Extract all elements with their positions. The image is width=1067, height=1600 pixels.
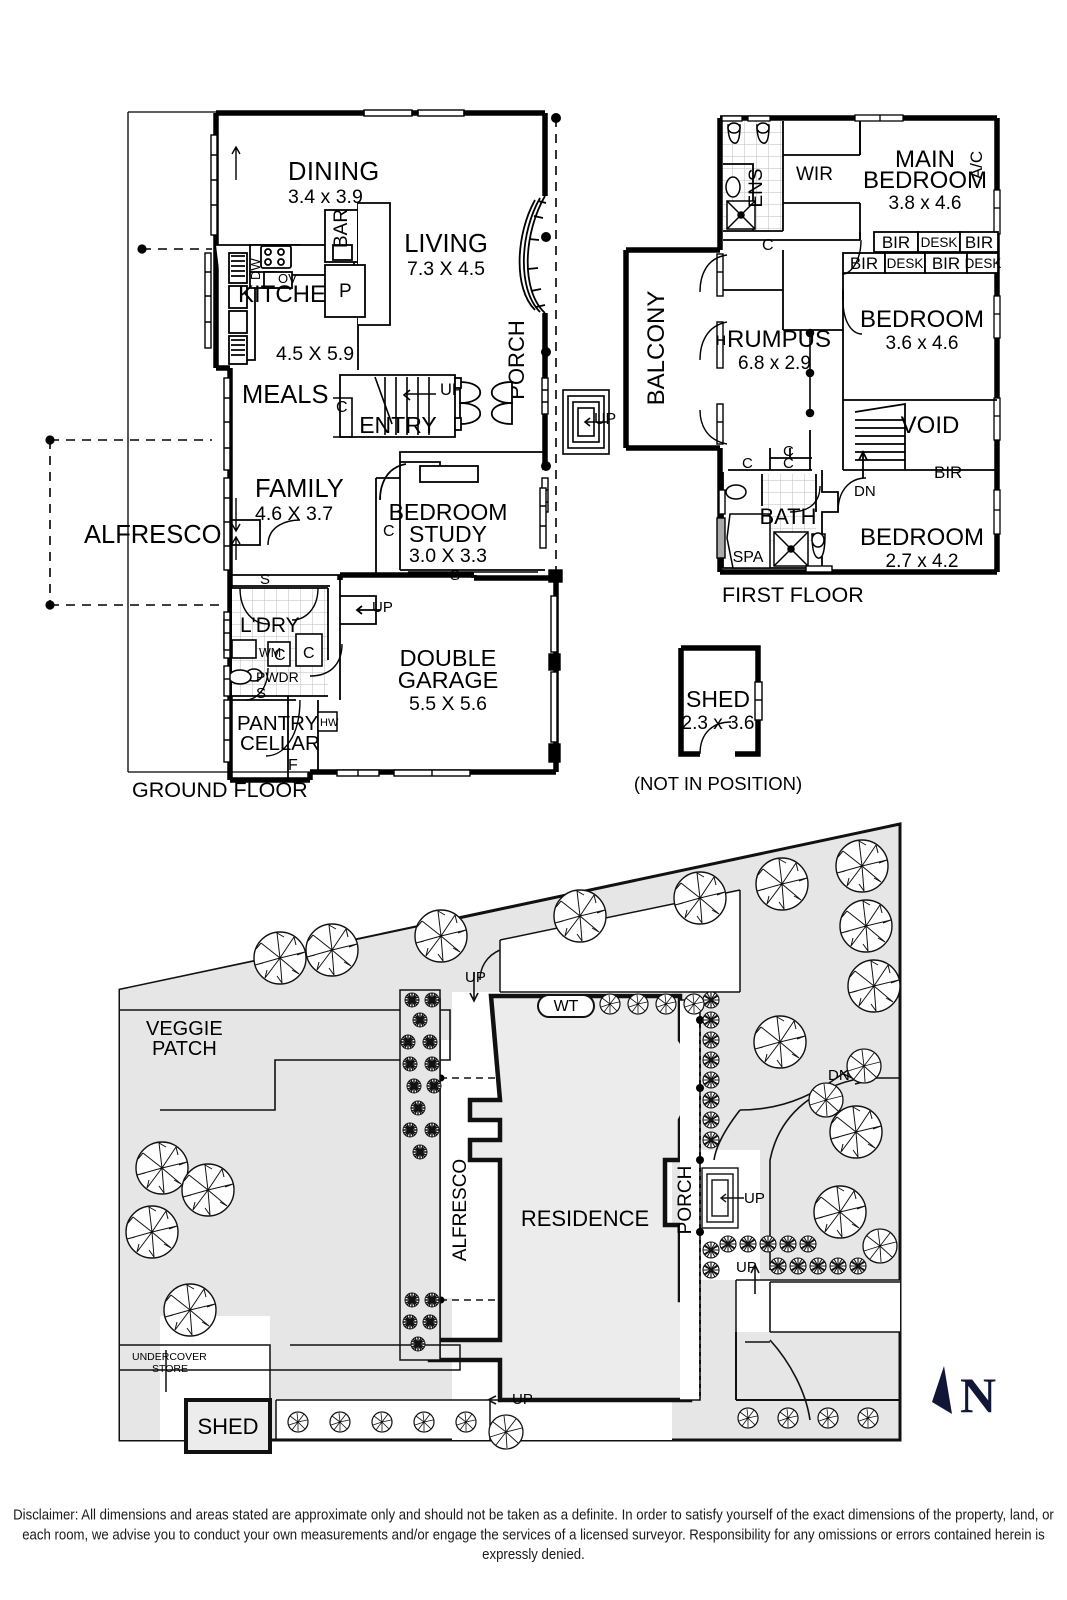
disclaimer-text: Disclaimer: All dimensions and areas sta… [13,1506,1054,1563]
ff-room-wir-name: WIR [796,164,833,185]
ff-desk-3: DESK [965,256,1002,271]
ff-room-bed2-name: BEDROOM [860,306,984,333]
gf-room-living-name: LIVING [404,230,488,258]
gf-room-family-name: FAMILY [255,475,344,503]
site-undercover-line2: STORE [152,1363,188,1375]
gf-closet-c3: C [274,647,286,664]
ff-bir-void: BIR [934,463,962,482]
north-label: N [960,1367,996,1423]
gf-room-dining-dims: 3.4 x 3.9 [288,186,363,208]
gf-appliance-wm: WM [259,646,281,660]
gf-garage-up-label: UP [372,599,393,616]
site-veggie-line1: VEGGIE [146,1018,223,1040]
gf-room-family-dims: 4.6 X 3.7 [255,503,333,525]
ff-room-rumpus-name: RUMPUS [727,326,831,353]
site-up-rear: UP [465,969,486,986]
ff-dn-label: DN [854,483,876,500]
ff-room-bed3-dims: 2.7 x 4.2 [886,551,959,572]
site-undercover-line1: UNDERCOVER [132,1351,207,1363]
gf-fridge-f: F [288,757,298,774]
ff-bir-4: BIR [932,254,960,273]
gf-room-kitchen-dims: 4.5 X 5.9 [276,343,354,365]
gf-closet-c2: C [383,523,395,540]
site-porch-label: PORCH [675,1166,696,1235]
site-plan: VEGGIE PATCH RESIDENCE ALFRESCO PORCH [118,822,996,1454]
site-shed-label: SHED [197,1414,258,1439]
gf-room-bedstudy-line2: STUDY [409,521,487,547]
gf-floor-title: GROUND FLOOR [132,778,308,802]
ff-closet-c6: C [742,455,753,472]
gf-room-living-dims: 7.3 X 4.5 [407,258,485,280]
ff-desk-1: DESK [921,235,958,250]
gf-room-alfresco-name: ALFRESCO [84,521,221,549]
shed-name: SHED [686,686,750,712]
ff-floor-title: FIRST FLOOR [722,583,864,607]
gf-room-bedstudy-line1: BEDROOM [389,499,508,525]
gf-appliance-ov: OV [278,271,297,286]
ff-bir-3: BIR [850,254,878,273]
site-up-porch: UP [744,1190,765,1207]
site-alfresco-label: ALFRESCO [450,1159,471,1261]
ff-room-bed3-name: BEDROOM [860,524,984,551]
gf-step-s-bedstudy: S [450,567,460,584]
gf-room-garage-dims: 5.5 X 5.6 [409,693,487,715]
gf-room-bedstudy-dims: 3.0 X 3.3 [409,545,487,567]
gf-room-pantry-line1: PANTRY / [237,712,330,735]
ff-ac-label: A/C [967,151,986,179]
site-wt-label: WT [554,998,579,1015]
ff-room-balcony-name: BALCONY [643,291,670,406]
site-veggie-line2: PATCH [152,1038,217,1060]
gf-closet-c4: C [303,645,315,662]
gf-room-ldry-name: L'DRY [240,614,300,637]
gf-room-entry-name: ENTRY [359,412,437,438]
ff-closet-c5: C [783,443,794,460]
shed-plan: SHED 2.3 x 3.6 (NOT IN POSITION) [634,645,802,794]
site-up-bottom: UP [512,1391,533,1408]
ff-closet-c-wir: C [762,237,774,254]
gf-bar-label: BAR [331,209,352,248]
gf-step-s-laundry-top: S [260,571,270,588]
shed-dims: 2.3 x 3.6 [682,713,755,734]
ff-room-ens-name: ENS [746,168,767,207]
gf-room-meals-name: MEALS [242,381,328,409]
gf-room-dining-name: DINING [288,158,380,186]
ff-room-spa-name: SPA [733,549,764,566]
gf-porch-up-label: UP [594,411,616,428]
first-floor-plan: ENS WIR C MAIN BEDROOM 3.8 x 4.6 A/C [623,114,1002,607]
gf-step-s-pantry: S [256,685,266,702]
ff-room-mainbed-line2: BEDROOM [863,167,987,194]
site-up-front: UP [736,1259,757,1276]
ff-room-mainbed-line1: MAIN [895,146,955,173]
ff-room-rumpus-dims: 6.8 x 2.9 [738,353,811,374]
gf-room-pantry-line2: CELLAR [240,732,320,755]
gf-closet-c1: C [336,399,348,416]
ground-floor-plan: DINING 3.4 x 3.9 LIVING 7.3 X 4.5 DW OV … [45,109,616,802]
ff-closet-c7: C [783,455,794,472]
ff-bir-1: BIR [882,233,910,252]
ff-room-mainbed-dims: 3.8 x 4.6 [889,193,962,214]
ff-heater-h-label: H [716,332,726,348]
gf-room-garage-line1: DOUBLE [400,645,497,671]
gf-pantry-p-label: P [339,281,352,302]
gf-appliance-dw: DW [248,258,263,280]
ff-room-void-name: VOID [901,412,960,439]
ff-room-bed2-dims: 3.6 x 4.6 [886,333,959,354]
site-residence-label: RESIDENCE [521,1206,649,1231]
gf-room-garage-line2: GARAGE [398,667,499,693]
ff-bir-2: BIR [965,233,993,252]
ff-desk-2: DESK [887,256,924,271]
gf-hw-label: HW [320,717,339,729]
north-arrow [932,1366,952,1414]
shed-note: (NOT IN POSITION) [634,773,802,794]
gf-room-pwdr-name: PWDR [256,669,299,685]
